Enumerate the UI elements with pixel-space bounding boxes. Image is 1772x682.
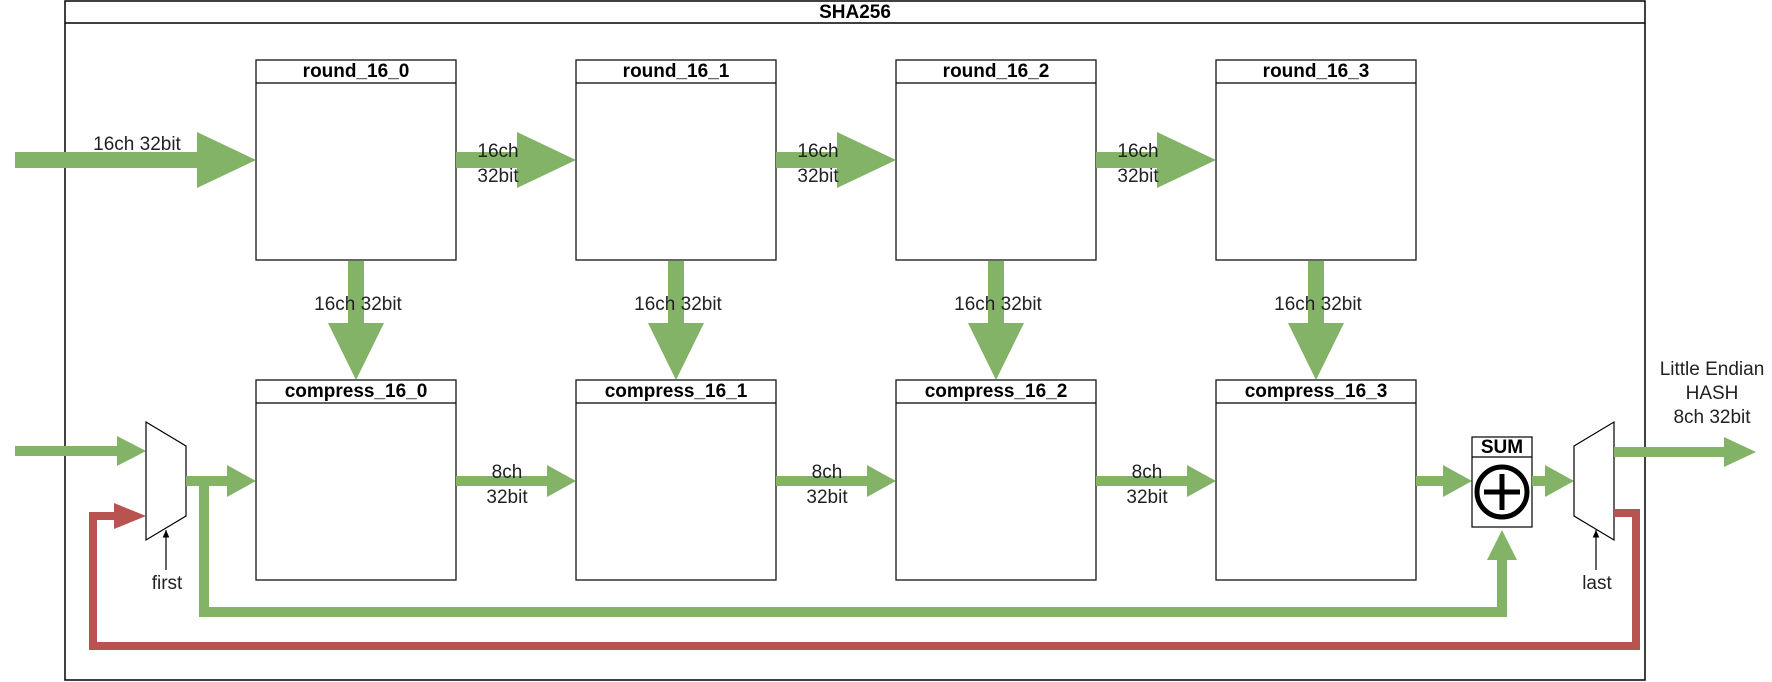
- round-link-label-1: 32bit: [797, 166, 839, 187]
- compress-link-label-2: 32bit: [1126, 487, 1168, 508]
- round-block-2: round_16_2: [895, 59, 1097, 261]
- round-block-title: round_16_3: [1263, 61, 1370, 82]
- round-link-arrow-1-2: [776, 132, 896, 188]
- compress-link-arrow-0-1: [456, 465, 576, 497]
- sum-to-mux-arrow: [1532, 465, 1574, 497]
- compress-block-0: compress_16_0: [255, 379, 457, 581]
- round-link-arrow-2-3: [1096, 132, 1216, 188]
- round-link-label-2: 16ch: [1117, 141, 1158, 162]
- compress-link-label-2: 8ch: [1132, 462, 1163, 483]
- mux-first: [145, 420, 187, 542]
- round-block-3: round_16_3: [1215, 59, 1417, 261]
- vertical-arrow-3: [1288, 261, 1344, 380]
- mux-last-label: last: [1582, 573, 1612, 594]
- input-arrow: [15, 132, 256, 188]
- compress-block-3: compress_16_3: [1215, 379, 1417, 581]
- compress-link-label-0: 8ch: [492, 462, 523, 483]
- input-top-label: 16ch 32bit: [93, 134, 181, 155]
- compress-to-sum-arrow: [1416, 465, 1472, 497]
- output-label-line-2: HASH: [1686, 383, 1739, 404]
- compress-link-label-0: 32bit: [486, 487, 528, 508]
- feedback-arrow-head: [114, 503, 146, 529]
- round-link-label-2: 32bit: [1117, 166, 1159, 187]
- round-block-title: round_16_1: [623, 61, 730, 82]
- bypass-line: [199, 481, 1507, 617]
- compress-link-label-1: 32bit: [806, 487, 848, 508]
- sum-block: SUM: [1471, 436, 1533, 528]
- round-link-arrow-0-1: [456, 132, 576, 188]
- vertical-arrow-1: [648, 261, 704, 380]
- round-block-0: round_16_0: [255, 59, 457, 261]
- compress-link-arrow-1-2: [776, 465, 896, 497]
- output-arrow: [1614, 437, 1756, 467]
- round-block-1: round_16_1: [575, 59, 777, 261]
- mux-input-arrow: [15, 436, 146, 466]
- round-block-title: round_16_0: [303, 61, 410, 82]
- output-label-line-1: Little Endian: [1660, 359, 1765, 380]
- vertical-arrow-2: [968, 261, 1024, 380]
- compress-block-2: compress_16_2: [895, 379, 1097, 581]
- compress-block-title: compress_16_1: [605, 381, 748, 402]
- vertical-label-1: 16ch 32bit: [634, 294, 722, 315]
- container-title: SHA256: [819, 2, 891, 23]
- compress-block-1: compress_16_1: [575, 379, 777, 581]
- compress-block-title: compress_16_0: [285, 381, 428, 402]
- round-link-label-0: 16ch: [477, 141, 518, 162]
- sum-label: SUM: [1481, 437, 1523, 458]
- vertical-arrow-0: [328, 261, 384, 380]
- compress-link-arrow-2-3: [1096, 465, 1216, 497]
- mux-first-label: first: [152, 573, 183, 594]
- feedback-line: [89, 509, 1640, 650]
- compress-link-label-1: 8ch: [812, 462, 843, 483]
- round-link-label-0: 32bit: [477, 166, 519, 187]
- vertical-label-3: 16ch 32bit: [1274, 294, 1362, 315]
- round-block-title: round_16_2: [943, 61, 1050, 82]
- plus-icon: [1474, 464, 1530, 520]
- compress-block-title: compress_16_2: [925, 381, 1068, 402]
- mux-last: [1573, 420, 1615, 542]
- compress-block-title: compress_16_3: [1245, 381, 1388, 402]
- round-link-label-1: 16ch: [797, 141, 838, 162]
- vertical-label-0: 16ch 32bit: [314, 294, 402, 315]
- bypass-arrow-head: [1487, 530, 1517, 560]
- output-label-line-3: 8ch 32bit: [1673, 407, 1751, 428]
- vertical-label-2: 16ch 32bit: [954, 294, 1042, 315]
- mux-to-compress-arrow: [186, 465, 256, 497]
